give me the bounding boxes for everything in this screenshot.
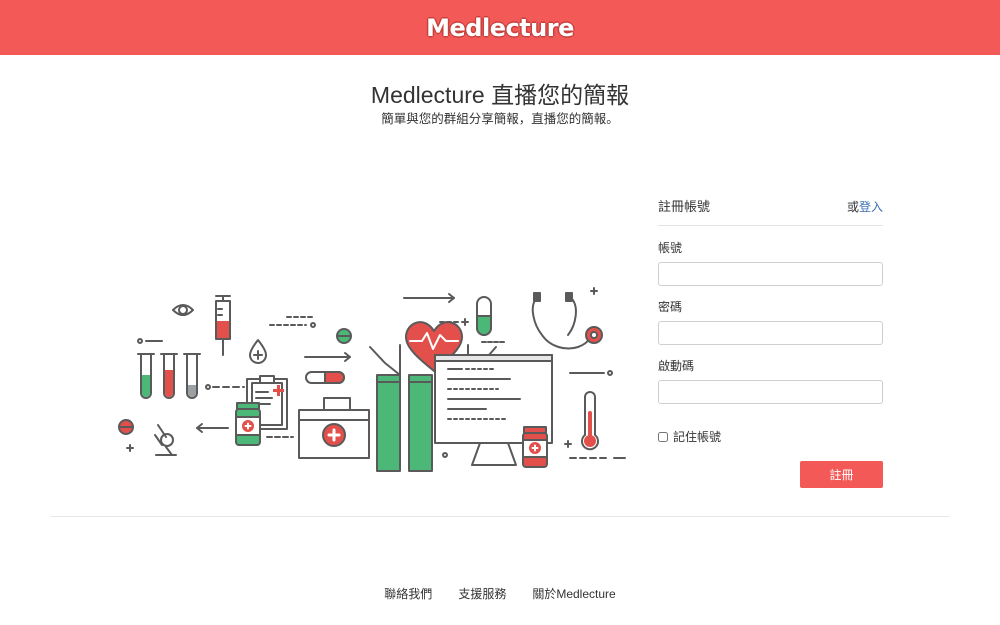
alt-prefix: 或 <box>846 200 859 214</box>
microscope-icon <box>154 424 177 456</box>
form-title: 註冊帳號 <box>658 199 711 214</box>
login-alternative: 或登入 <box>847 198 883 215</box>
activation-code-input[interactable] <box>658 380 883 404</box>
register-button[interactable]: 註冊 <box>800 461 883 488</box>
login-link[interactable]: 登入 <box>858 200 883 214</box>
account-label: 帳號 <box>658 241 683 255</box>
syringe-icon <box>215 295 231 356</box>
top-bar: Medlecture <box>0 0 1000 55</box>
first-aid-kit-icon <box>298 397 370 459</box>
page-title: Medlecture 直播您的簡報 <box>370 82 630 108</box>
test-tube-icon <box>137 353 201 399</box>
medlecture-logo[interactable]: Medlecture <box>426 13 574 42</box>
medicine-bottle-icon <box>522 426 548 468</box>
remember-account[interactable]: 記住帳號 <box>658 428 883 445</box>
footer-divider <box>50 516 950 517</box>
password-input[interactable] <box>658 321 883 345</box>
medical-illustration <box>118 287 626 472</box>
blood-drop-icon <box>249 339 267 364</box>
signup-form: 註冊帳號 或登入 帳號 密碼 啟動碼 記住帳號 註冊 <box>658 196 883 488</box>
footer: 聯絡我們 支援服務 關於Medlecture <box>0 585 1000 602</box>
eye-icon <box>172 304 194 316</box>
remember-account-checkbox[interactable] <box>658 431 668 442</box>
thermometer-icon <box>581 391 599 451</box>
account-input[interactable] <box>658 262 883 286</box>
about-link[interactable]: 關於Medlecture <box>532 587 616 601</box>
contact-us-link[interactable]: 聯絡我們 <box>384 587 433 601</box>
button-row: 註冊 <box>658 461 883 488</box>
pill-icon <box>305 328 352 384</box>
support-link[interactable]: 支援服務 <box>458 587 507 601</box>
password-label: 密碼 <box>658 300 683 314</box>
page-subtitle: 簡單與您的群組分享簡報，直播您的簡報。 <box>381 112 619 126</box>
medicine-bottle-icon <box>235 402 261 446</box>
stethoscope-icon <box>531 292 603 350</box>
form-header: 註冊帳號 或登入 <box>658 196 883 226</box>
remember-account-label: 記住帳號 <box>673 430 722 444</box>
activation-code-label: 啟動碼 <box>658 359 695 373</box>
